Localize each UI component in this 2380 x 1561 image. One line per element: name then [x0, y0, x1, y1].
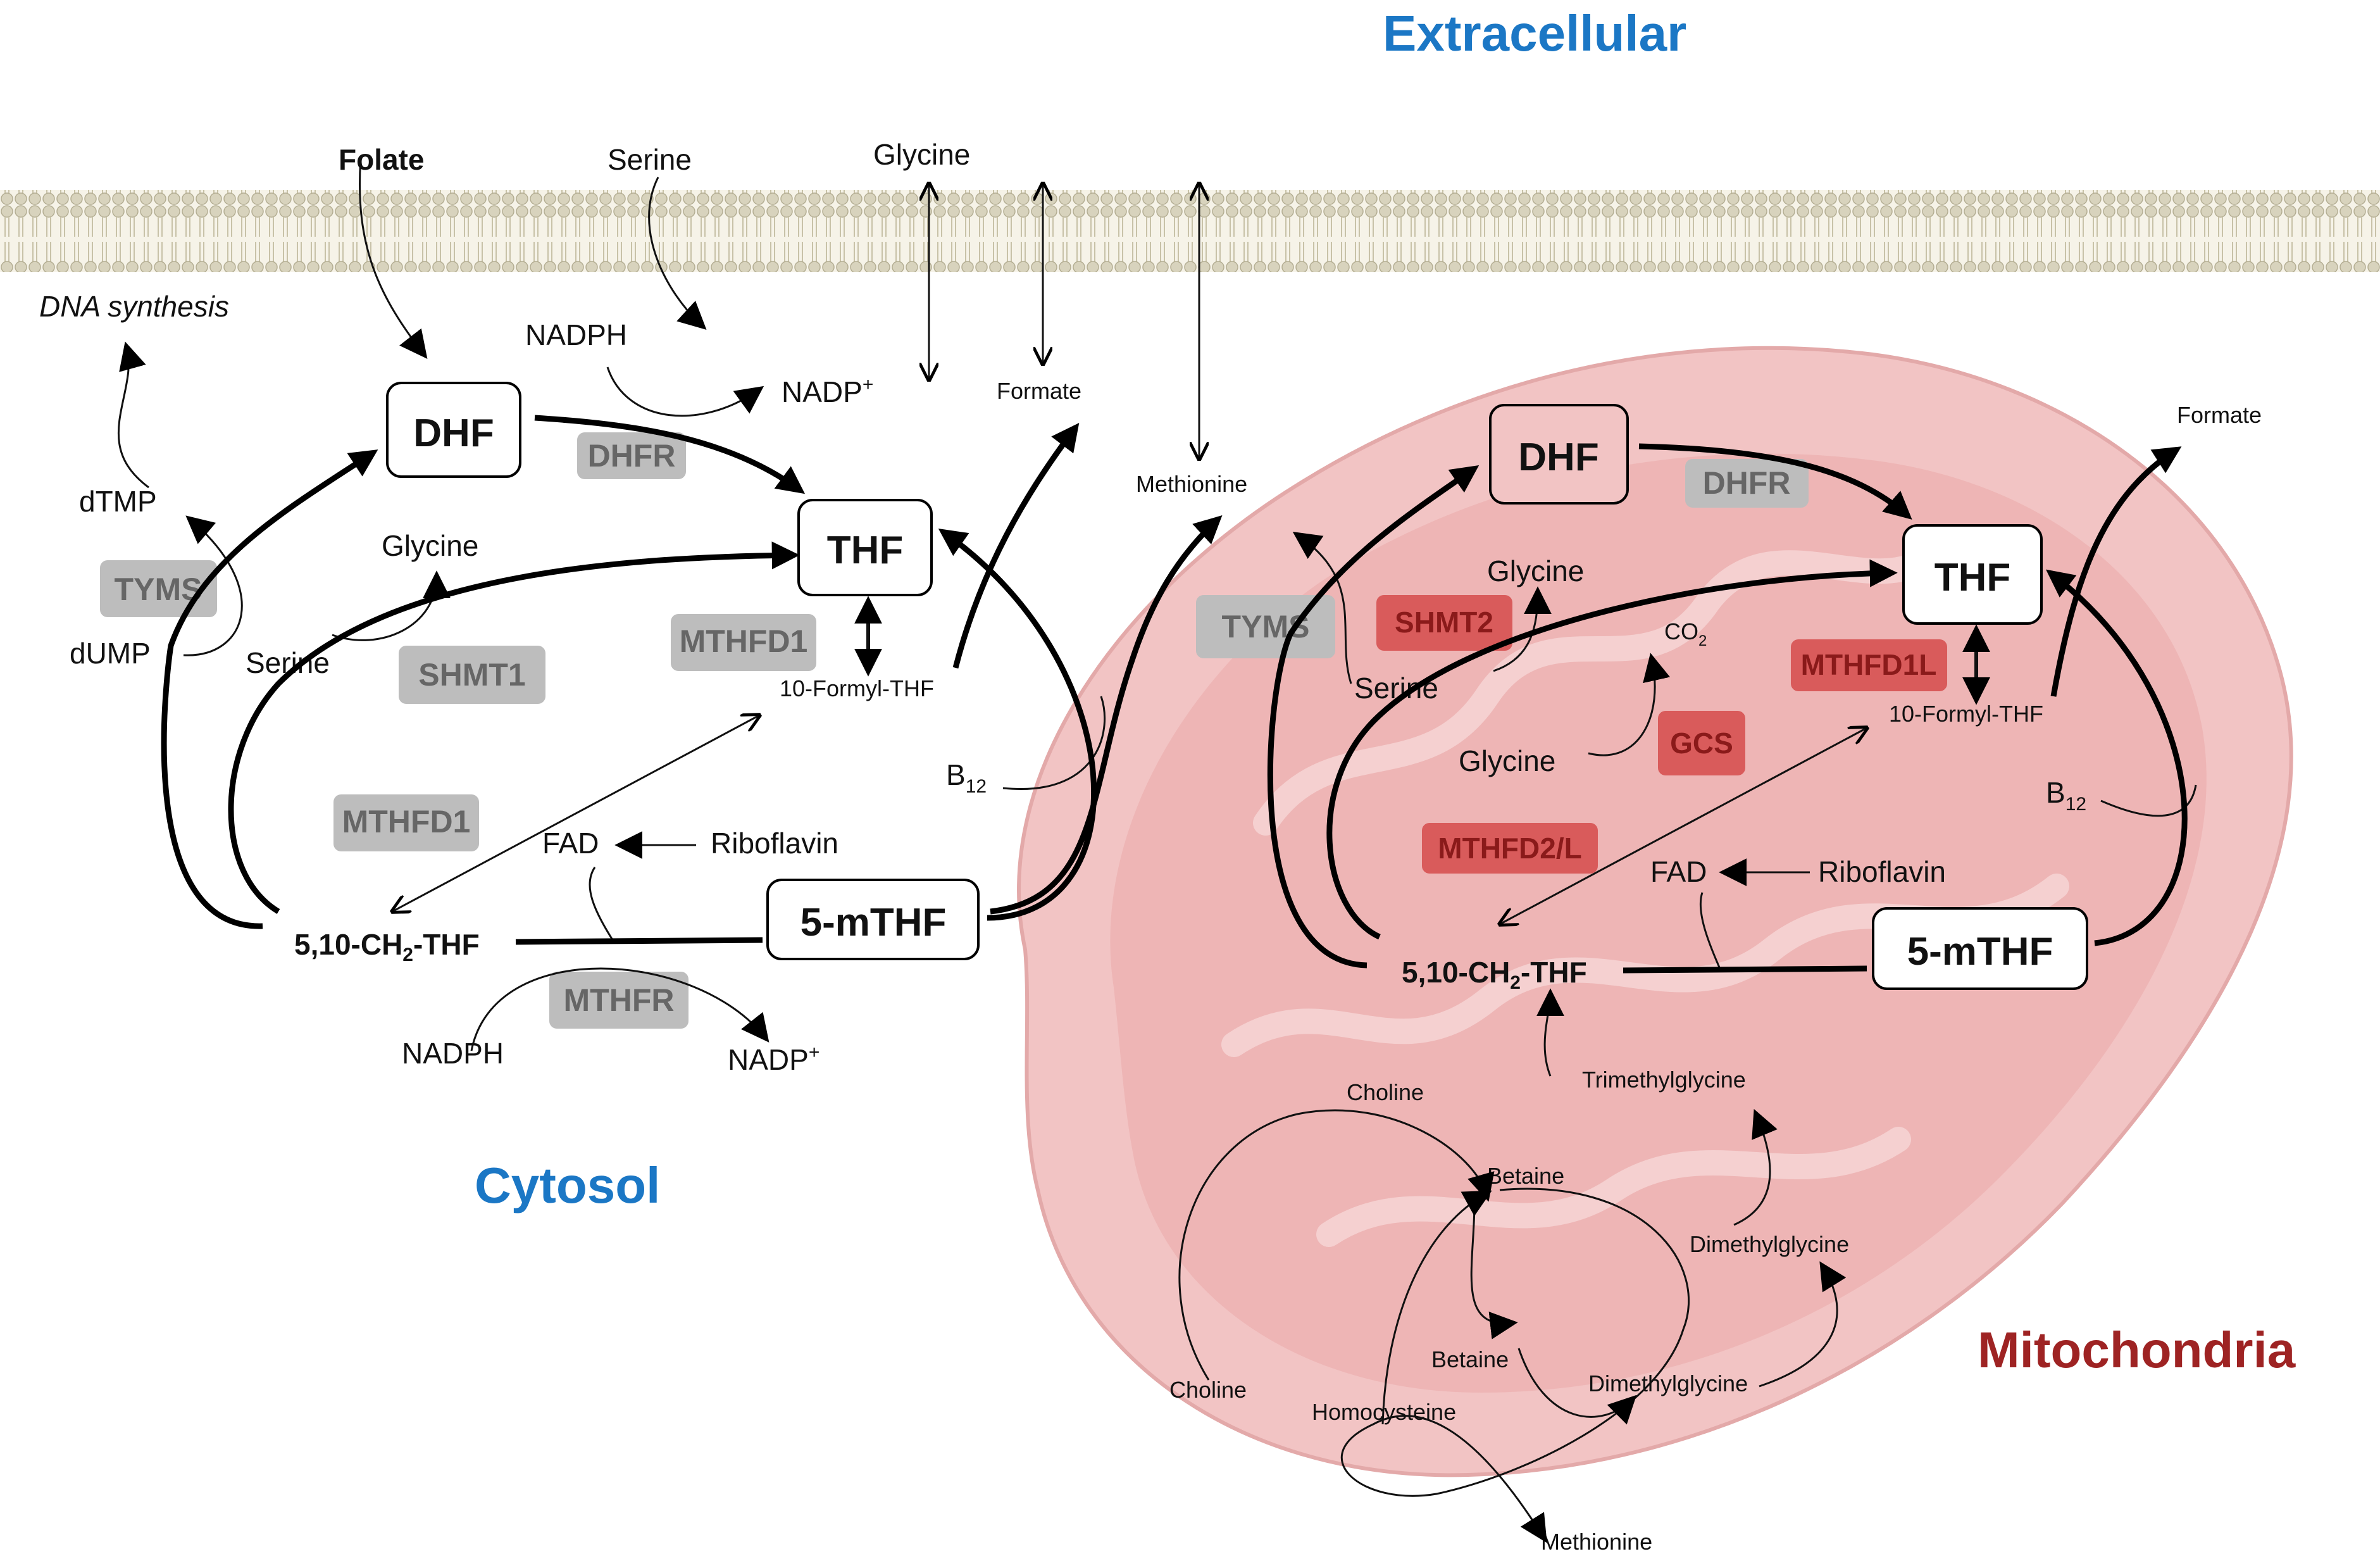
mito-glycine-top: Glycine	[1487, 555, 1584, 587]
enzyme-shmt2: SHMT2	[1395, 606, 1493, 639]
dimethylglycine-top: Dimethylglycine	[1690, 1231, 1849, 1257]
choline-bottom: Choline	[1169, 1377, 1247, 1403]
mito-mthf-box	[1872, 907, 2088, 990]
betaine-top: Betaine	[1487, 1163, 1564, 1189]
mito-ch2-thf: 5,10-CH2-THF	[1402, 956, 1587, 993]
nadph-top: NADPH	[525, 318, 627, 351]
enzyme-dhfr-cyto: DHFR	[588, 438, 676, 473]
glycine-label-top: Glycine	[873, 138, 970, 171]
mito-thf-box	[1902, 524, 2043, 625]
mito-co2: CO2	[1664, 618, 1707, 649]
dump: dUMP	[70, 637, 151, 670]
cyto-dhf-box	[386, 382, 521, 478]
enzyme-shmt1: SHMT1	[418, 657, 525, 693]
region-cytosol: Cytosol	[475, 1157, 660, 1213]
trimethylglycine: Trimethylglycine	[1582, 1067, 1746, 1093]
enzyme-mthfd1l: MTHFD1L	[1801, 648, 1937, 681]
mitochondrion	[1017, 346, 2293, 1477]
enzyme-tyms-cyto: TYMS	[115, 572, 202, 607]
cyto-methionine: Methionine	[1136, 471, 1247, 497]
nadp-top: NADP+	[782, 374, 873, 408]
dtmp: dTMP	[79, 485, 157, 518]
cyto-b12: B12	[946, 758, 987, 797]
folate-label: Folate	[339, 143, 424, 176]
region-extracellular: Extracellular	[1383, 5, 1686, 61]
cyto-glycine: Glycine	[382, 529, 478, 562]
mito-thf: THF	[1935, 556, 2011, 599]
cyto-fad: FAD	[542, 827, 599, 860]
betaine-bottom: Betaine	[1431, 1346, 1509, 1372]
nadp-bottom: NADP+	[728, 1042, 819, 1076]
enzyme-mthfd1-top: MTHFD1	[680, 624, 808, 659]
choline-top: Choline	[1347, 1079, 1424, 1105]
enzyme-dhfr-mito: DHFR	[1703, 465, 1791, 501]
cyto-mthf-box	[766, 879, 980, 960]
cyto-dhf: DHF	[413, 411, 494, 455]
mito-dhf: DHF	[1518, 436, 1598, 479]
nadph-bottom: NADPH	[402, 1037, 504, 1070]
cell-membrane	[0, 190, 2380, 272]
mito-mthf: 5-mTHF	[1907, 930, 2053, 974]
enzyme-mthfr: MTHFR	[564, 982, 675, 1018]
dna-synthesis: DNA synthesis	[39, 290, 229, 323]
mito-glycine-mid: Glycine	[1459, 744, 1555, 777]
cyto-formyl-thf: 10-Formyl-THF	[780, 675, 934, 701]
cyto-mthf: 5-mTHF	[801, 901, 947, 944]
mito-b12: B12	[2046, 776, 2086, 815]
enzyme-mthfd2l: MTHFD2/L	[1438, 832, 1581, 865]
cyto-formate: Formate	[997, 378, 1081, 404]
enzyme-mthfd1-bottom: MTHFD1	[342, 804, 471, 839]
mito-formate: Formate	[2177, 402, 2262, 428]
region-mitochondria: Mitochondria	[1978, 1322, 2296, 1378]
mito-riboflavin: Riboflavin	[1818, 855, 1946, 888]
enzyme-gcs: GCS	[1670, 727, 1733, 760]
mito-fad: FAD	[1650, 855, 1707, 888]
dimethylglycine-bottom: Dimethylglycine	[1588, 1370, 1748, 1396]
mito-dhf-box	[1489, 404, 1629, 505]
cyto-thf: THF	[827, 529, 904, 572]
cyto-riboflavin: Riboflavin	[711, 827, 838, 860]
cyto-ch2-thf: 5,10-CH2-THF	[294, 928, 480, 965]
mito-formyl-thf: 10-Formyl-THF	[1889, 701, 2043, 727]
mito-methionine: Methionine	[1541, 1529, 1652, 1555]
serine-label-top: Serine	[607, 143, 692, 176]
